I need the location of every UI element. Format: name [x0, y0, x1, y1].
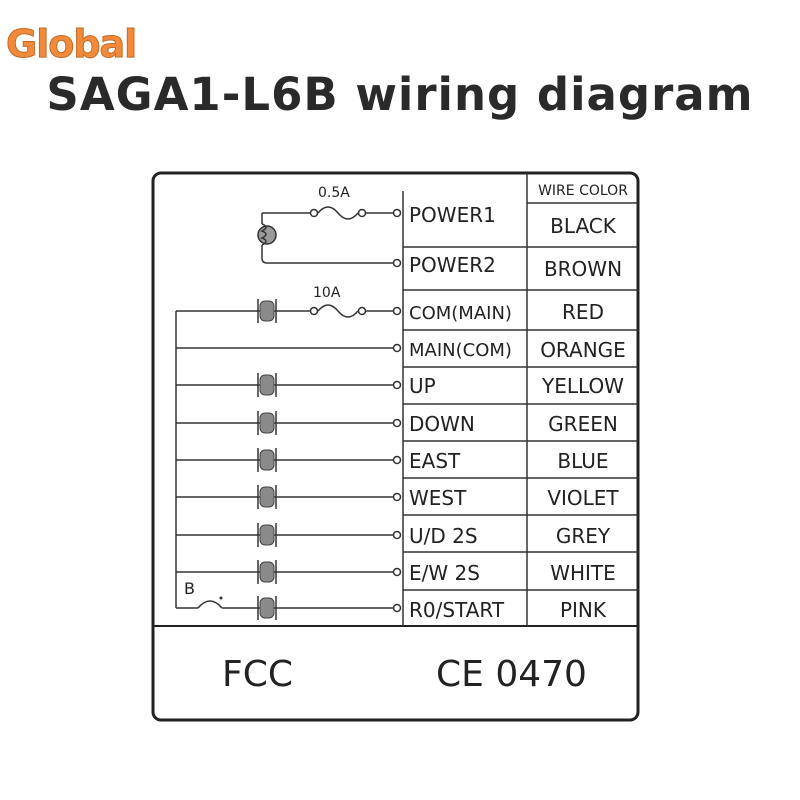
terminal-dot: [392, 258, 402, 268]
terminal-dot: [392, 455, 402, 465]
table-row-lines: [403, 246, 638, 591]
transformer-winding: [260, 223, 267, 246]
terminal-label: MAIN(COM): [409, 340, 512, 361]
table-labels: POWER1 BLACK POWER2 BROWN COM(MAIN) RED MAIN(C…: [409, 203, 626, 622]
relay-contact: [259, 412, 275, 434]
terminal-label: EAST: [409, 449, 461, 473]
terminal-dot: [392, 306, 402, 316]
wire-color-label: RED: [562, 300, 604, 324]
diagram-frame: [151, 171, 640, 722]
wire-color-label: WHITE: [550, 561, 616, 585]
terminal-label: COM(MAIN): [409, 303, 512, 324]
ce-mark: CE 0470: [436, 654, 587, 695]
relay-contact: [259, 524, 275, 546]
relay-contact: [259, 374, 275, 396]
terminal-dot: [392, 603, 402, 613]
terminal-label: POWER2: [409, 253, 496, 277]
relay-contact: [259, 561, 275, 583]
terminal-dot: [392, 492, 402, 502]
brand-logo: Global: [5, 22, 137, 67]
terminal-label: R0/START: [409, 598, 505, 622]
wire-color-label: PINK: [560, 598, 607, 622]
terminal-label: POWER1: [409, 203, 496, 227]
switch-b-contact: [197, 600, 223, 609]
terminal-label: UP: [409, 374, 436, 398]
wire-color-label: GREY: [556, 524, 611, 548]
terminal-dot: [392, 530, 402, 540]
wire-color-label: BLACK: [550, 214, 617, 238]
wire-color-label: YELLOW: [541, 374, 624, 398]
terminal-label: E/W 2S: [409, 561, 480, 585]
switch-label: B: [184, 579, 195, 598]
fuse-symbol: [317, 206, 359, 220]
wire-color-label: BLUE: [557, 449, 608, 473]
wire-color-header: WIRE COLOR: [538, 183, 628, 199]
terminal-label: WEST: [409, 486, 467, 510]
relay-contact: [259, 300, 275, 322]
relay-contact: [259, 449, 275, 471]
wire-color-label: VIOLET: [547, 486, 619, 510]
fuse-terminal: [309, 208, 319, 218]
fcc-mark: FCC: [222, 654, 293, 695]
terminal-dot: [392, 567, 402, 577]
terminal-label: DOWN: [409, 412, 475, 436]
fuse-symbol: [317, 304, 359, 318]
transformer-coil: [257, 225, 277, 245]
terminal-dot: [392, 418, 402, 428]
wire-color-label: BROWN: [544, 257, 622, 281]
power-fuse-label: 0.5A: [318, 185, 350, 201]
switch-dot: [219, 596, 223, 600]
terminal-dot: [392, 343, 402, 353]
wire-color-label: ORANGE: [540, 338, 626, 362]
fuse-terminal: [357, 208, 367, 218]
wire: [261, 257, 393, 264]
page-title: SAGA1-L6B wiring diagram: [46, 68, 754, 121]
terminal-dot: [392, 208, 402, 218]
terminal-dot: [392, 380, 402, 390]
wires: [175, 206, 402, 620]
relay-contact: [259, 597, 275, 619]
terminal-label: U/D 2S: [409, 524, 478, 548]
fuse-terminal: [357, 306, 367, 316]
com-fuse-label: 10A: [313, 285, 341, 301]
wire-color-label: GREEN: [548, 412, 618, 436]
fuse-terminal: [309, 306, 319, 316]
relay-contact: [259, 486, 275, 508]
